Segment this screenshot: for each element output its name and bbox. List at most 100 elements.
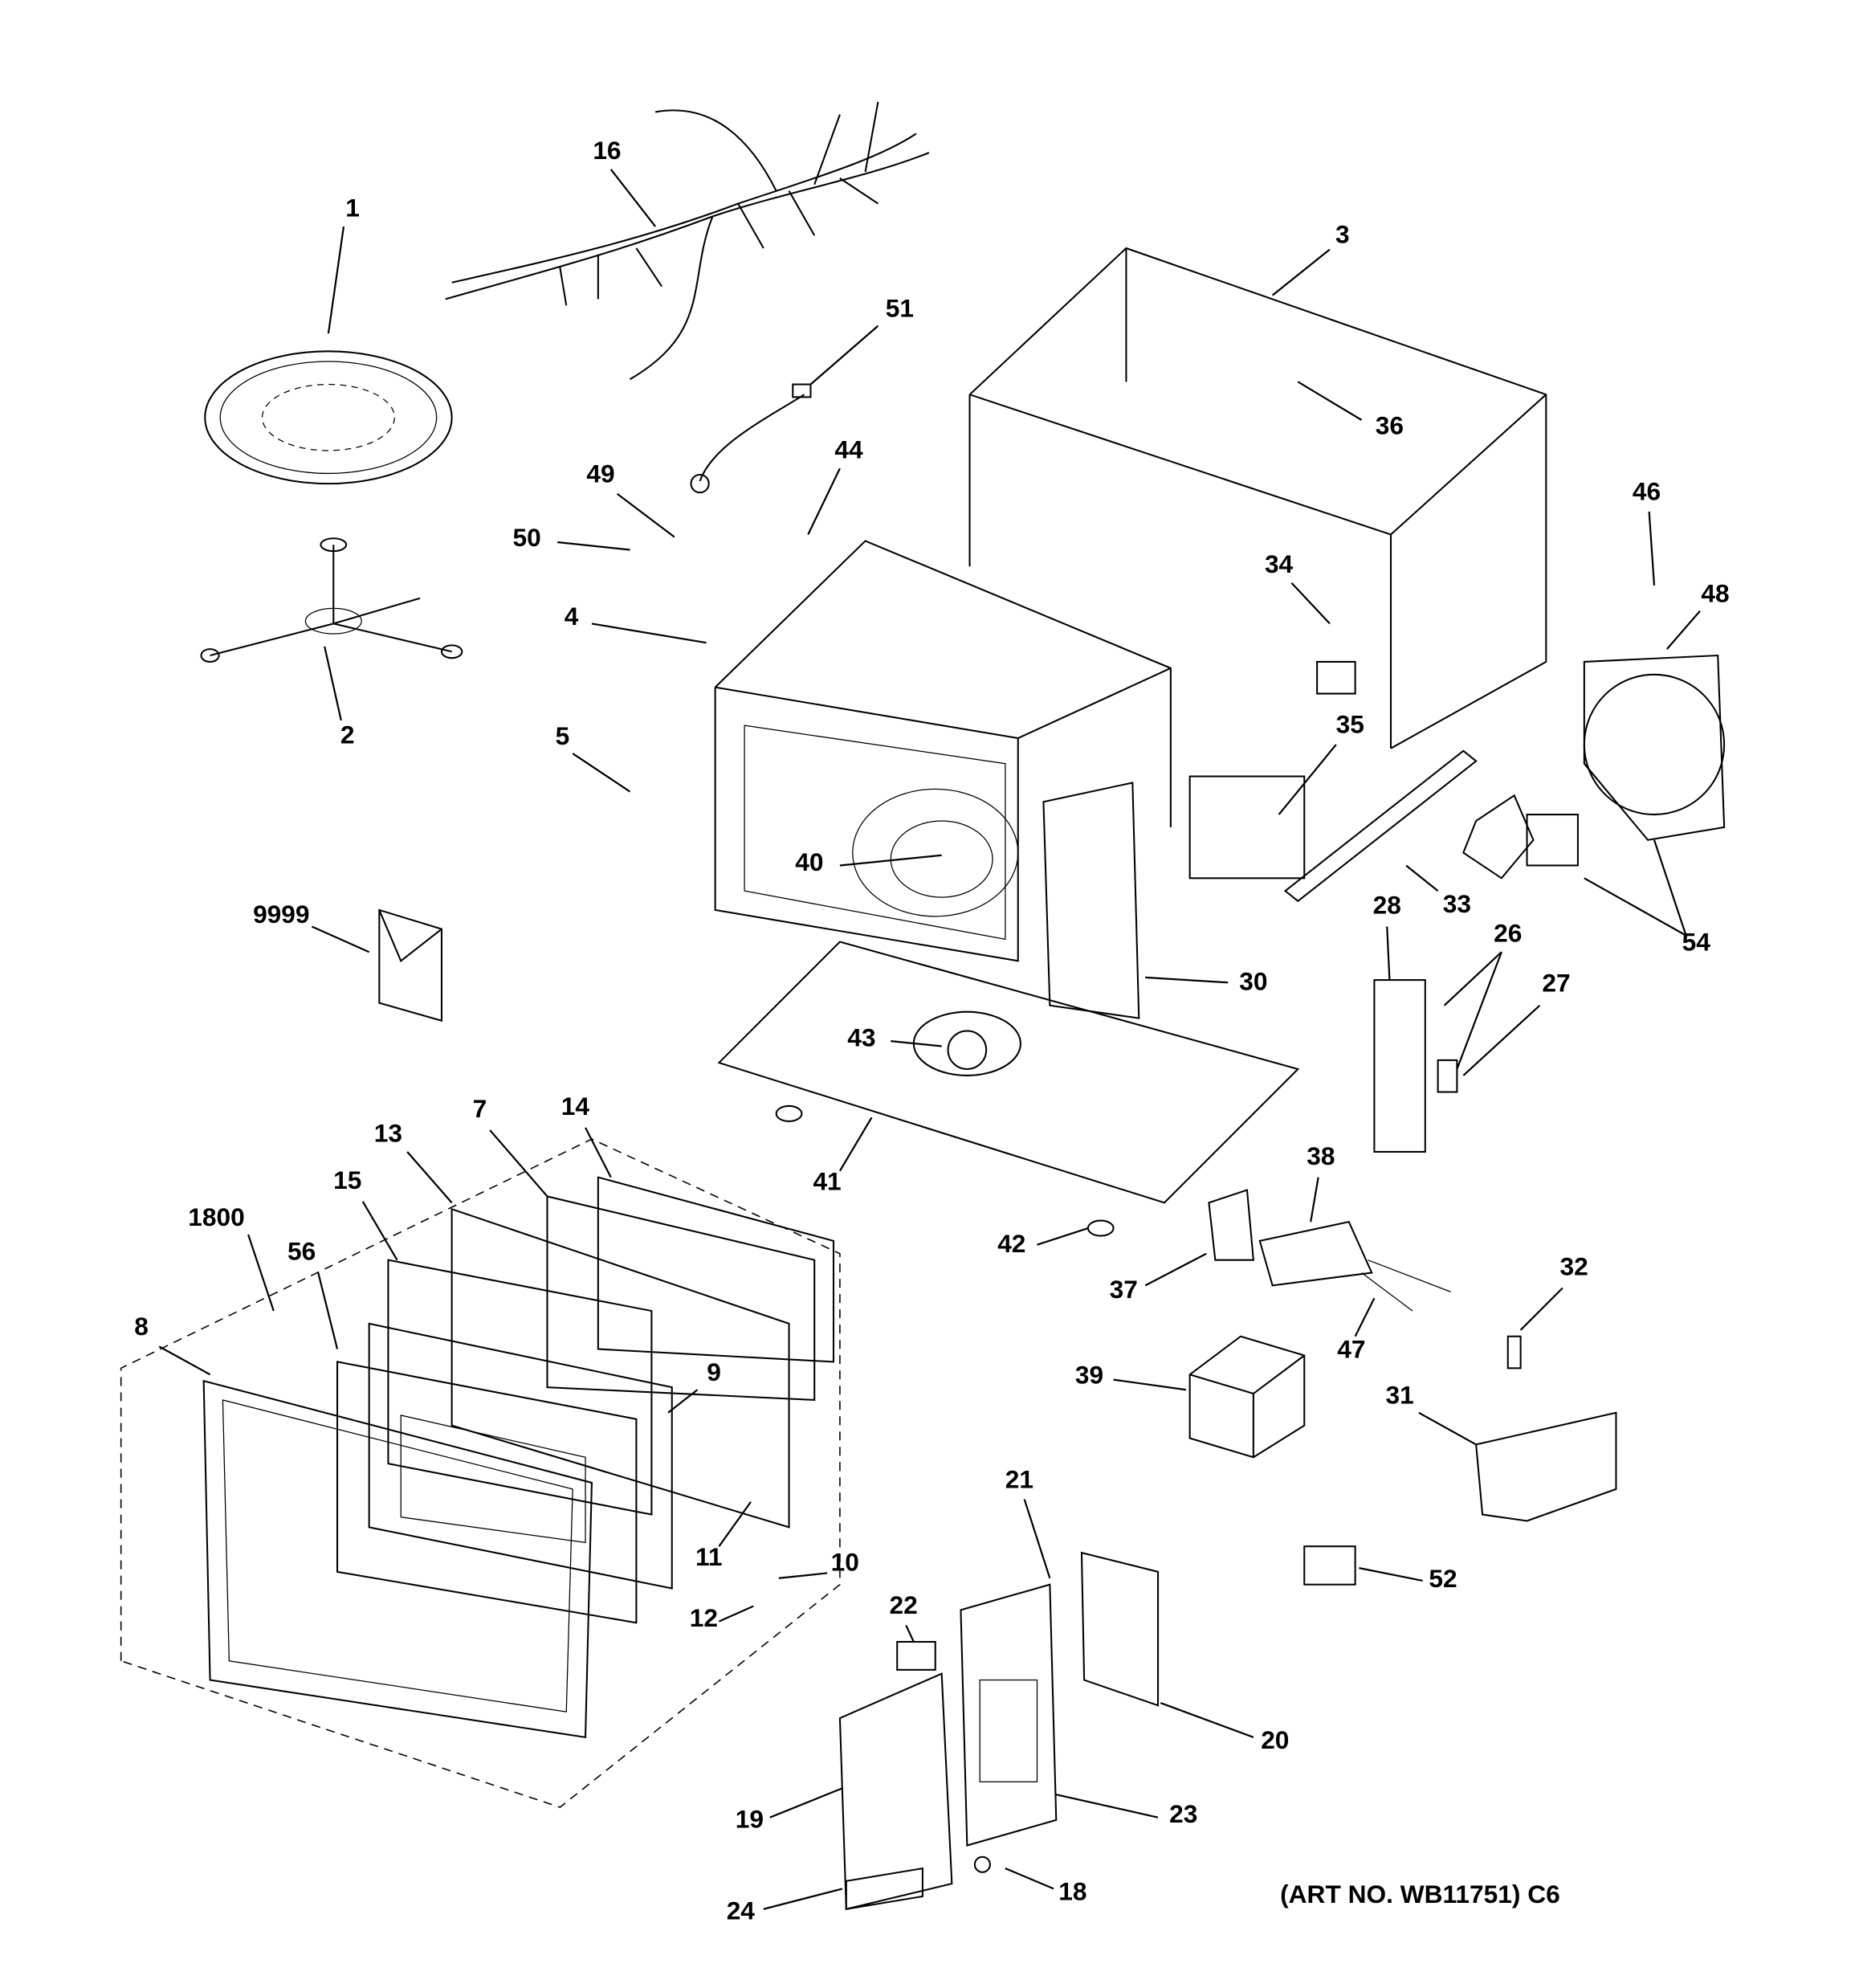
leader-line-16: [609, 169, 657, 227]
callout-49: 49: [586, 459, 614, 488]
callout-4: 4: [565, 602, 579, 631]
leader-line-4: [591, 623, 707, 644]
leader-line-26: [1443, 951, 1502, 1006]
leader-line-32: [1519, 1287, 1563, 1331]
callout-22: 22: [890, 1590, 918, 1619]
leader-line-52: [1359, 1567, 1423, 1582]
callout-26: 26: [1494, 919, 1522, 948]
leader-line-43: [891, 1040, 942, 1047]
leader-line-7: [489, 1129, 548, 1198]
callout-20: 20: [1261, 1725, 1289, 1754]
leader-line-23: [1056, 1794, 1159, 1819]
leader-line-46: [1648, 511, 1656, 586]
callout-34: 34: [1265, 549, 1294, 578]
callout-18: 18: [1058, 1877, 1086, 1906]
callout-54: 54: [1682, 928, 1711, 957]
leader-line-21: [1023, 1499, 1051, 1579]
leader-line-27: [1462, 1004, 1541, 1076]
callout-7: 7: [473, 1094, 487, 1123]
fan-assembly: [1462, 654, 1726, 880]
turntable-tray: [204, 350, 453, 485]
sensor-wire: [699, 394, 805, 482]
leader-line-42: [1037, 1227, 1089, 1246]
callout-3: 3: [1335, 220, 1350, 249]
callout-38: 38: [1307, 1141, 1335, 1170]
leader-line-20: [1160, 1702, 1254, 1738]
leader-line-41: [838, 1116, 873, 1172]
callout-33: 33: [1443, 889, 1471, 918]
callout-11: 11: [695, 1542, 722, 1571]
callout-9: 9: [707, 1357, 721, 1386]
callout-51: 51: [886, 294, 914, 323]
leader-line-12: [718, 1605, 754, 1623]
callout-13: 13: [374, 1118, 402, 1147]
callout-8: 8: [134, 1312, 149, 1341]
leader-line-50: [557, 541, 630, 551]
air-duct: [1475, 1411, 1617, 1522]
leader-line-18: [1005, 1868, 1054, 1890]
control-panel: [838, 1551, 1160, 1911]
leader-line-19: [769, 1787, 843, 1819]
leader-line-51: [809, 325, 879, 386]
callout-56: 56: [287, 1237, 316, 1266]
callout-46: 46: [1633, 477, 1661, 506]
callout-labels: 1234578910111213141516181920212223242627…: [134, 136, 1729, 1925]
door-assembly-boundary: [120, 1138, 841, 1808]
parts-drawings: [120, 101, 1726, 1911]
leader-line-22: [905, 1624, 915, 1643]
transformer: [1188, 1335, 1306, 1459]
leader-line-39: [1113, 1378, 1187, 1391]
leader-line-48: [1666, 610, 1701, 650]
noise-filter: [1303, 1545, 1356, 1586]
callout-15: 15: [333, 1165, 361, 1194]
leader-line-37: [1144, 1252, 1207, 1287]
leader-line-33: [1405, 864, 1439, 892]
leader-line-8: [158, 1345, 211, 1376]
callout-37: 37: [1110, 1275, 1138, 1304]
leader-line-10: [778, 1572, 828, 1579]
callout-50: 50: [513, 523, 541, 552]
leader-line-40: [839, 854, 942, 867]
envelope-literature: [378, 908, 442, 1023]
leader-lines: [158, 169, 1701, 1910]
callout-12: 12: [690, 1603, 718, 1632]
callout-36: 36: [1376, 410, 1404, 439]
callout-2: 2: [340, 720, 355, 749]
leader-line-44: [807, 467, 841, 535]
callout-19: 19: [736, 1804, 764, 1833]
hv-component: [1188, 775, 1306, 880]
leader-line-54: [1584, 877, 1687, 937]
switch-bracket: [1373, 979, 1426, 1153]
callout-27: 27: [1542, 968, 1570, 997]
callout-1: 1: [345, 193, 360, 222]
door-parts: [202, 1176, 835, 1739]
leader-line-3: [1271, 248, 1331, 296]
leader-line-24: [763, 1888, 843, 1910]
callout-52: 52: [1429, 1564, 1457, 1593]
capacitor: [1258, 1220, 1373, 1287]
leader-line-1: [327, 226, 345, 334]
leader-line-36: [1297, 381, 1363, 421]
leader-line-2: [324, 646, 342, 721]
callout-9999: 9999: [253, 900, 310, 929]
callout-43: 43: [847, 1023, 875, 1051]
leader-line-31: [1418, 1411, 1477, 1446]
leader-line-14: [585, 1127, 612, 1178]
leader-line-26: [1456, 951, 1502, 1070]
rail: [1283, 749, 1478, 903]
callout-10: 10: [831, 1547, 859, 1576]
callout-39: 39: [1075, 1360, 1103, 1389]
callout-48: 48: [1701, 578, 1729, 607]
callout-30: 30: [1239, 967, 1267, 996]
callout-21: 21: [1005, 1464, 1033, 1493]
leader-line-9: [667, 1389, 699, 1414]
callout-23: 23: [1169, 1799, 1197, 1828]
outer-case: [968, 247, 1547, 749]
leader-line-1800: [247, 1234, 275, 1312]
wire-harness: [445, 101, 930, 381]
leader-line-30: [1145, 976, 1229, 984]
leader-line-13: [406, 1151, 453, 1204]
callout-32: 32: [1560, 1252, 1588, 1281]
